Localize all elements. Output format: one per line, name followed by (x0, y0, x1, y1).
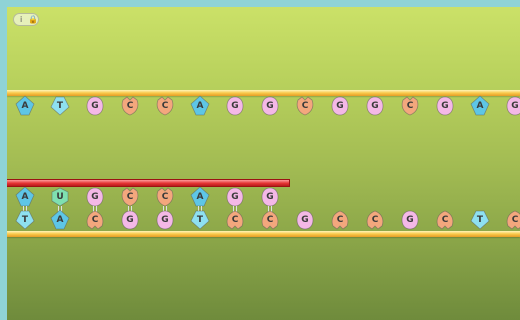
dna-template-strand-backbone (7, 231, 520, 237)
top-nucleotide-g[interactable]: G (225, 96, 245, 116)
rna-nucleotide-u[interactable]: U (50, 187, 70, 207)
base-letter: G (400, 210, 420, 230)
base-letter: C (365, 210, 385, 230)
base-letter: A (470, 96, 490, 116)
top-nucleotide-a[interactable]: A (470, 96, 490, 116)
rna-nucleotide-g[interactable]: G (85, 187, 105, 207)
base-letter: A (190, 187, 210, 207)
info-lock-button[interactable]: i 🔒 (13, 13, 39, 26)
bottom-nucleotide-c[interactable]: C (505, 210, 520, 230)
base-letter: G (365, 96, 385, 116)
base-letter: A (15, 96, 35, 116)
base-letter: C (505, 210, 520, 230)
base-letter: C (85, 210, 105, 230)
lock-icon: 🔒 (28, 15, 38, 25)
base-letter: G (225, 96, 245, 116)
base-letter: G (435, 96, 455, 116)
base-letter: C (155, 187, 175, 207)
base-letter: T (190, 210, 210, 230)
base-letter: T (50, 96, 70, 116)
bottom-nucleotide-c[interactable]: C (225, 210, 245, 230)
base-letter: C (155, 96, 175, 116)
base-letter: C (400, 96, 420, 116)
base-letter: C (435, 210, 455, 230)
top-nucleotide-c[interactable]: C (400, 96, 420, 116)
info-icon: i (20, 15, 22, 25)
bottom-nucleotide-c[interactable]: C (435, 210, 455, 230)
base-letter: G (85, 96, 105, 116)
bottom-nucleotide-t[interactable]: T (15, 210, 35, 230)
base-letter: T (15, 210, 35, 230)
rna-nucleotide-g[interactable]: G (260, 187, 280, 207)
bottom-nucleotide-a[interactable]: A (50, 210, 70, 230)
base-letter: G (260, 187, 280, 207)
top-nucleotide-g[interactable]: G (435, 96, 455, 116)
rna-nucleotide-a[interactable]: A (15, 187, 35, 207)
base-letter: G (225, 187, 245, 207)
top-nucleotide-c[interactable]: C (155, 96, 175, 116)
base-letter: C (260, 210, 280, 230)
top-nucleotide-a[interactable]: A (15, 96, 35, 116)
top-nucleotide-t[interactable]: T (50, 96, 70, 116)
top-nucleotide-g[interactable]: G (260, 96, 280, 116)
base-letter: C (120, 187, 140, 207)
bottom-nucleotide-c[interactable]: C (260, 210, 280, 230)
top-nucleotide-g[interactable]: G (330, 96, 350, 116)
rna-nucleotide-c[interactable]: C (155, 187, 175, 207)
rna-nucleotide-c[interactable]: C (120, 187, 140, 207)
bottom-nucleotide-g[interactable]: G (295, 210, 315, 230)
base-letter: A (15, 187, 35, 207)
bottom-nucleotide-g[interactable]: G (155, 210, 175, 230)
bottom-nucleotide-g[interactable]: G (120, 210, 140, 230)
bottom-nucleotide-c[interactable]: C (365, 210, 385, 230)
rna-nucleotide-a[interactable]: A (190, 187, 210, 207)
base-letter: C (295, 96, 315, 116)
base-letter: T (470, 210, 490, 230)
mrna-strand-backbone[interactable] (7, 179, 290, 187)
base-letter: G (260, 96, 280, 116)
base-letter: G (120, 210, 140, 230)
top-nucleotide-c[interactable]: C (120, 96, 140, 116)
bottom-nucleotide-t[interactable]: T (190, 210, 210, 230)
base-letter: A (190, 96, 210, 116)
top-nucleotide-a[interactable]: A (190, 96, 210, 116)
base-letter: G (330, 96, 350, 116)
base-letter: G (505, 96, 520, 116)
bottom-nucleotide-c[interactable]: C (330, 210, 350, 230)
rna-nucleotide-g[interactable]: G (225, 187, 245, 207)
top-nucleotide-g[interactable]: G (365, 96, 385, 116)
base-letter: C (225, 210, 245, 230)
base-letter: U (50, 187, 70, 207)
base-letter: G (295, 210, 315, 230)
bottom-nucleotide-c[interactable]: C (85, 210, 105, 230)
top-nucleotide-g[interactable]: G (505, 96, 520, 116)
top-nucleotide-g[interactable]: G (85, 96, 105, 116)
base-letter: A (50, 210, 70, 230)
base-letter: G (155, 210, 175, 230)
bottom-nucleotide-t[interactable]: T (470, 210, 490, 230)
base-letter: G (85, 187, 105, 207)
top-nucleotide-c[interactable]: C (295, 96, 315, 116)
base-letter: C (120, 96, 140, 116)
bottom-nucleotide-g[interactable]: G (400, 210, 420, 230)
base-letter: C (330, 210, 350, 230)
